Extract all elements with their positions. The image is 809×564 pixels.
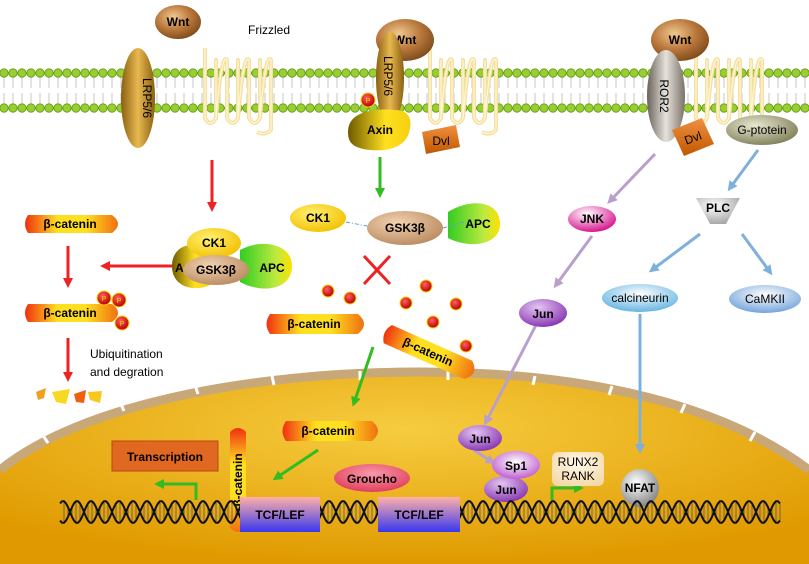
arrow-green-nucleus bbox=[351, 346, 375, 407]
block-x bbox=[362, 254, 392, 286]
svg-text:calcineurin: calcineurin bbox=[611, 291, 668, 305]
jun-nuclear-1: Jun bbox=[458, 425, 502, 451]
svg-text:P: P bbox=[120, 321, 125, 328]
svg-text:CaMKII: CaMKII bbox=[745, 292, 785, 306]
free-phosphates bbox=[321, 279, 473, 353]
ck1-dissociated: CK1 bbox=[290, 204, 346, 232]
svg-text:β-catenin: β-catenin bbox=[231, 453, 245, 506]
svg-text:β-catenin: β-catenin bbox=[301, 424, 354, 438]
svg-text:CK1: CK1 bbox=[306, 211, 330, 225]
beta-catenin-phosphorylated: β-catenin bbox=[25, 304, 118, 322]
apc-dissociated: APC bbox=[448, 203, 500, 245]
svg-text:Axin: Axin bbox=[367, 123, 393, 137]
svg-text:G-ptotein: G-ptotein bbox=[737, 123, 786, 137]
arrow-purple-jun bbox=[553, 235, 594, 289]
nuclear-pores bbox=[40, 371, 757, 444]
ror2-receptor: ROR2 bbox=[647, 50, 685, 142]
svg-text:Dvl: Dvl bbox=[682, 128, 703, 147]
jun-nuclear-2: Jun bbox=[484, 476, 528, 502]
svg-text:PLC: PLC bbox=[706, 201, 730, 215]
svg-text:P: P bbox=[366, 98, 371, 105]
svg-text:Wnt: Wnt bbox=[394, 33, 417, 47]
arrow-blue-calcineurin bbox=[648, 232, 701, 273]
svg-text:ROR2: ROR2 bbox=[657, 79, 671, 113]
dashed-link-1 bbox=[345, 221, 368, 227]
ubiquitination-label: Ubiquitination bbox=[90, 347, 163, 361]
svg-text:Wnt: Wnt bbox=[669, 33, 692, 47]
arrow-purple-jnk bbox=[607, 152, 657, 204]
svg-text:APC: APC bbox=[259, 261, 285, 275]
g-protein: G-ptotein bbox=[726, 115, 798, 145]
svg-text:Jun: Jun bbox=[495, 483, 516, 497]
plc: PLC bbox=[696, 198, 740, 224]
dvl-middle: Dvl bbox=[422, 125, 460, 154]
arrow-green-runx2 bbox=[550, 483, 584, 500]
degraded-fragments bbox=[36, 388, 102, 404]
svg-text:Groucho: Groucho bbox=[347, 472, 397, 486]
arrow-green-tcf bbox=[272, 448, 319, 481]
arrow-blue-camkii bbox=[740, 233, 773, 276]
destruction-complex: Axin APC CK1 GSK3β bbox=[172, 228, 292, 289]
arrows bbox=[63, 149, 773, 500]
beta-catenin-stable-1: β-catenin bbox=[266, 314, 364, 334]
beta-catenin-free-left: β-catenin bbox=[25, 215, 118, 233]
groucho: Groucho bbox=[334, 464, 410, 492]
svg-text:TCF/LEF: TCF/LEF bbox=[255, 508, 304, 522]
svg-text:β-catenin: β-catenin bbox=[43, 217, 96, 231]
calcineurin: calcineurin bbox=[602, 284, 678, 312]
camkii: CaMKII bbox=[729, 285, 801, 313]
runx2-rank-box: RUNX2 RANK bbox=[552, 452, 604, 486]
svg-text:β-catenin: β-catenin bbox=[287, 317, 340, 331]
tcf-lef-1: TCF/LEF bbox=[240, 497, 320, 532]
svg-text:NFAT: NFAT bbox=[625, 481, 656, 495]
svg-text:Transcription: Transcription bbox=[127, 450, 203, 464]
tcf-lef-2: TCF/LEF bbox=[378, 497, 460, 532]
jnk: JNK bbox=[568, 206, 616, 232]
svg-text:P: P bbox=[117, 298, 122, 305]
axin-membrane: Axin bbox=[348, 109, 411, 151]
svg-text:P: P bbox=[102, 296, 107, 303]
svg-text:LRP5/6: LRP5/6 bbox=[140, 78, 154, 118]
svg-text:APC: APC bbox=[465, 217, 491, 231]
jun-cytoplasm: Jun bbox=[519, 299, 567, 327]
nfat: NFAT bbox=[621, 469, 659, 507]
arrow-purple-sp1 bbox=[473, 448, 496, 465]
degradation-label: and degration bbox=[90, 365, 163, 379]
phospho-group-left: P P P bbox=[96, 290, 130, 331]
beta-catenin-nuclear: β-catenin bbox=[282, 421, 378, 441]
svg-text:RUNX2: RUNX2 bbox=[558, 455, 599, 469]
dashed-link-2 bbox=[442, 221, 465, 229]
svg-text:LRP5/6: LRP5/6 bbox=[381, 56, 395, 96]
svg-text:RANK: RANK bbox=[561, 469, 594, 483]
svg-text:GSK3β: GSK3β bbox=[196, 263, 236, 277]
svg-text:Dvl: Dvl bbox=[432, 134, 449, 148]
arrow-purple-nucleus bbox=[484, 324, 538, 426]
frizzled-receptors bbox=[203, 48, 764, 136]
phospho-p-lrp: P bbox=[360, 92, 376, 108]
frizzled-label: Frizzled bbox=[248, 23, 290, 37]
sp1: Sp1 bbox=[492, 451, 540, 479]
nucleus bbox=[0, 367, 809, 564]
svg-text:Jun: Jun bbox=[532, 307, 553, 321]
arrow-green-transcription bbox=[154, 479, 198, 500]
transcription-box: Transcription bbox=[111, 440, 219, 472]
svg-text:GSK3β: GSK3β bbox=[385, 221, 425, 235]
svg-text:Jun: Jun bbox=[469, 432, 490, 446]
lrp5-6-left: LRP5/6 bbox=[121, 48, 155, 148]
wnt-ligand-left: Wnt bbox=[155, 5, 201, 39]
svg-text:Sp1: Sp1 bbox=[505, 459, 527, 473]
lrp5-6-middle: LRP5/6 bbox=[376, 32, 404, 124]
svg-text:Wnt: Wnt bbox=[167, 15, 190, 29]
arrow-blue-plc bbox=[727, 149, 760, 192]
gsk3b-dissociated: GSK3β bbox=[367, 211, 443, 245]
dvl-right: Dvl bbox=[672, 118, 714, 156]
svg-text:JNK: JNK bbox=[580, 212, 604, 226]
svg-text:TCF/LEF: TCF/LEF bbox=[394, 508, 443, 522]
svg-text:CK1: CK1 bbox=[202, 236, 226, 250]
svg-text:β-catenin: β-catenin bbox=[43, 306, 96, 320]
